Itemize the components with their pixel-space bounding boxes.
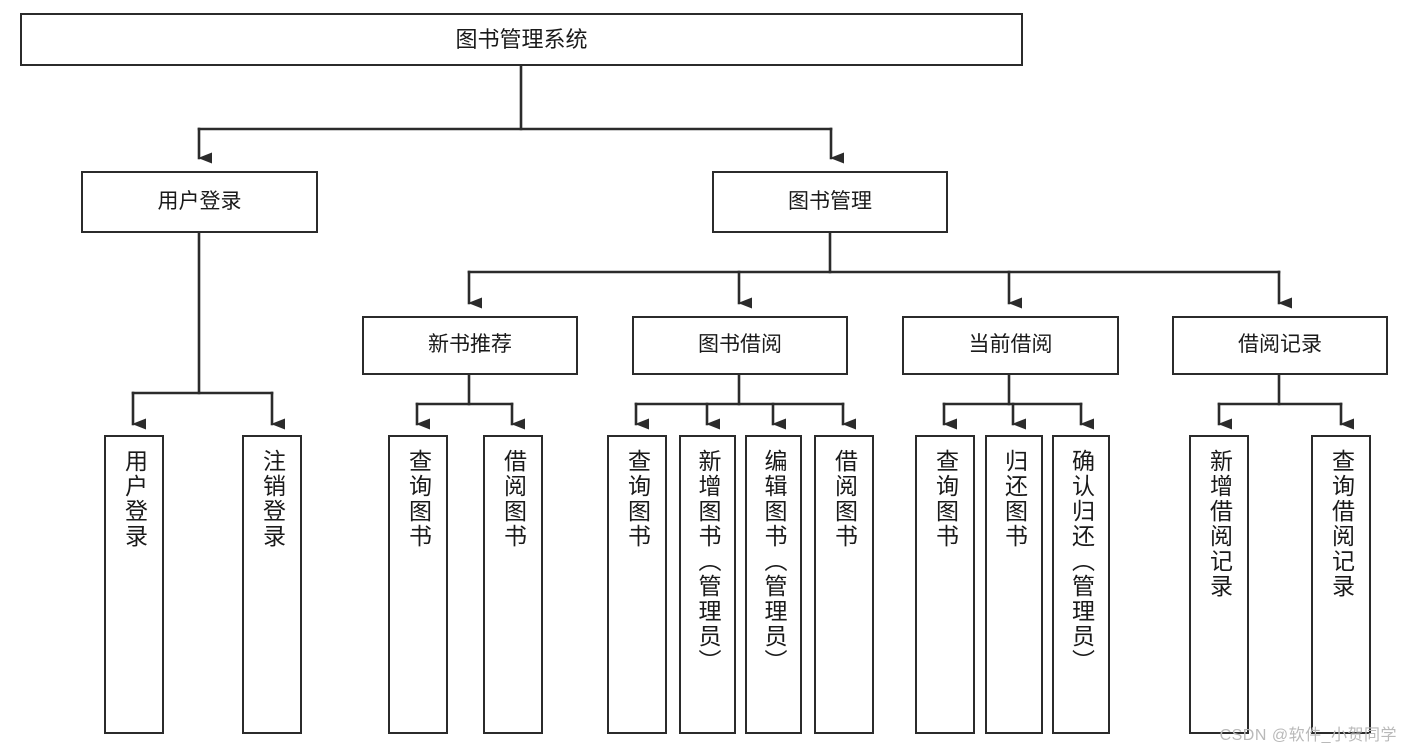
node-label: 确认归还（管理员） — [1068, 449, 1095, 674]
node-label: 编辑图书（管理员） — [761, 449, 787, 674]
node-book-manage[interactable]: 图书管理 — [712, 171, 948, 233]
node-label: 查询图书 — [405, 449, 432, 549]
node-label: 用户登录 — [121, 449, 148, 549]
node-book-borrow[interactable]: 图书借阅 — [632, 316, 848, 375]
node-label: 注销登录 — [259, 449, 286, 549]
node-label: 用户登录 — [157, 189, 242, 213]
node-borrow-record[interactable]: 借阅记录 — [1172, 316, 1388, 375]
node-label: 新增借阅记录 — [1206, 449, 1233, 599]
node-leaf-return-book[interactable]: 归还图书 — [985, 435, 1043, 734]
node-label: 查询图书 — [624, 449, 651, 549]
node-leaf-confirm-return-admin[interactable]: 确认归还（管理员） — [1052, 435, 1110, 734]
node-current-borrow[interactable]: 当前借阅 — [902, 316, 1119, 375]
node-root-book-management-system[interactable]: 图书管理系统 — [20, 13, 1023, 66]
node-user-login[interactable]: 用户登录 — [81, 171, 318, 233]
node-label: 归还图书 — [1001, 449, 1028, 549]
node-label: 借阅记录 — [1238, 333, 1322, 357]
node-label: 当前借阅 — [968, 333, 1053, 357]
node-label: 借阅图书 — [831, 449, 858, 549]
node-leaf-logout[interactable]: 注销登录 — [242, 435, 302, 734]
node-label: 查询借阅记录 — [1328, 449, 1355, 599]
node-leaf-query-borrow-record[interactable]: 查询借阅记录 — [1311, 435, 1371, 734]
node-label: 借阅图书 — [500, 449, 527, 549]
node-leaf-query-book-2[interactable]: 查询图书 — [607, 435, 667, 734]
node-label: 新增图书（管理员） — [695, 449, 721, 674]
node-new-book-recommend[interactable]: 新书推荐 — [362, 316, 578, 375]
node-leaf-borrow-book-1[interactable]: 借阅图书 — [483, 435, 543, 734]
node-label: 图书管理 — [788, 189, 872, 213]
node-leaf-query-book-1[interactable]: 查询图书 — [388, 435, 448, 734]
node-label: 查询图书 — [932, 449, 959, 549]
node-leaf-query-book-3[interactable]: 查询图书 — [915, 435, 975, 734]
node-leaf-add-borrow-record[interactable]: 新增借阅记录 — [1189, 435, 1249, 734]
node-label: 新书推荐 — [428, 333, 512, 357]
node-leaf-add-book-admin[interactable]: 新增图书（管理员） — [679, 435, 736, 734]
node-leaf-borrow-book-2[interactable]: 借阅图书 — [814, 435, 874, 734]
node-leaf-user-login[interactable]: 用户登录 — [104, 435, 164, 734]
node-leaf-edit-book-admin[interactable]: 编辑图书（管理员） — [745, 435, 802, 734]
node-label: 图书管理系统 — [455, 26, 588, 52]
node-label: 图书借阅 — [698, 333, 782, 357]
